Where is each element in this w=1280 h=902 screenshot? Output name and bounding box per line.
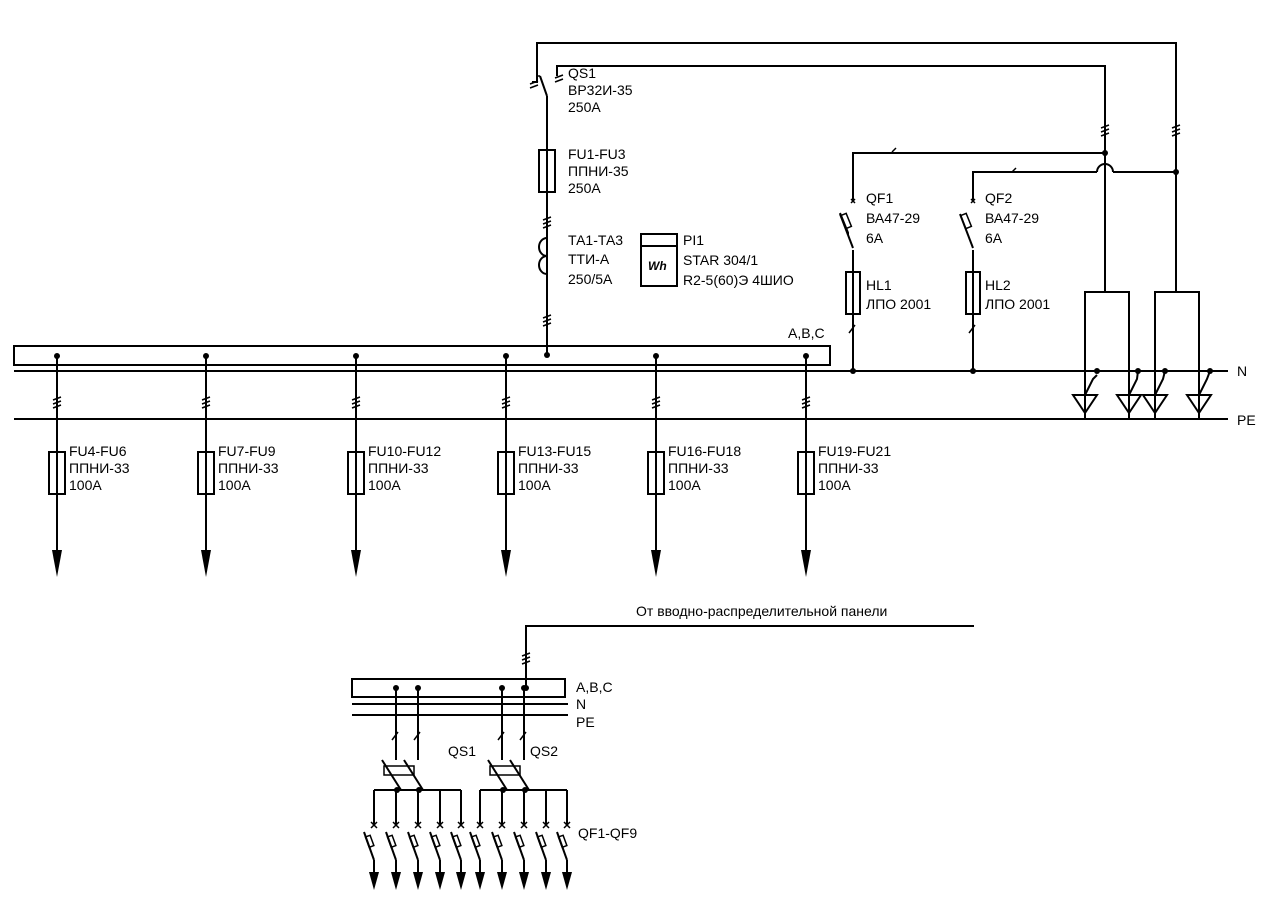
meter-spec: R2-5(60)Э 4ШИО — [683, 272, 794, 288]
bottom-abc-busbar — [351, 678, 566, 698]
source-label: От вводно-распределительной панели — [636, 603, 887, 619]
hl1-name: HL1 — [866, 277, 892, 293]
feeder-name: FU19-FU21 — [818, 443, 891, 459]
feeder-name: FU16-FU18 — [668, 443, 741, 459]
feeder-name: FU4-FU6 — [69, 443, 127, 459]
qf2-name: QF2 — [985, 190, 1012, 206]
fu-main-name: FU1-FU3 — [568, 146, 626, 162]
qf1-model: ВА47-29 — [866, 210, 920, 226]
feeder-rating: 100А — [518, 477, 551, 493]
bottom-qs1-label: QS1 — [448, 743, 476, 759]
feeder-model: ППНИ-33 — [818, 460, 879, 476]
ta-name: ТА1-ТА3 — [568, 232, 623, 248]
qf1-symbol — [839, 198, 857, 250]
hl2-tick — [968, 324, 976, 334]
feeder-model: ППНИ-33 — [368, 460, 429, 476]
meter-name: PI1 — [683, 232, 704, 248]
main-incoming-line — [536, 75, 556, 358]
ta-rating: 250/5А — [568, 271, 613, 287]
feeder-name: FU10-FU12 — [368, 443, 441, 459]
qf-group-label: QF1-QF9 — [578, 825, 637, 841]
meter-model: STAR 304/1 — [683, 252, 758, 268]
qf1-rating: 6А — [866, 230, 884, 246]
main-line-ticks — [542, 216, 552, 327]
feeder-name: FU13-FU15 — [518, 443, 591, 459]
control-circuits — [839, 147, 1179, 374]
hl2-name: HL2 — [985, 277, 1011, 293]
qf2-symbol — [959, 198, 977, 250]
bottom-qs2-label: QS2 — [530, 743, 558, 759]
pe-label: PE — [1237, 412, 1256, 428]
abc-busbar — [13, 345, 831, 366]
bottom-group-1 — [363, 685, 466, 890]
qs1-rating: 250А — [568, 99, 601, 115]
fu-main-rating: 250А — [568, 180, 601, 196]
bottom-n-label: N — [576, 696, 586, 712]
feeder-rating: 100А — [218, 477, 251, 493]
feeder-model: ППНИ-33 — [518, 460, 579, 476]
feeder-model: ППНИ-33 — [69, 460, 130, 476]
hl1-tick — [848, 324, 856, 334]
surge-arresters — [1071, 291, 1213, 419]
n-label: N — [1237, 363, 1247, 379]
bottom-bus-label: A,B,C — [576, 679, 613, 695]
feeder-model: ППНИ-33 — [218, 460, 279, 476]
qf2-rating: 6А — [985, 230, 1003, 246]
bus-label-abc: A,B,C — [788, 325, 825, 341]
ta-model: ТТИ-А — [568, 251, 610, 267]
bottom-pe-label: PE — [576, 714, 595, 730]
bottom-group-2 — [469, 685, 572, 890]
qf2-model: ВА47-29 — [985, 210, 1039, 226]
feeder-model: ППНИ-33 — [668, 460, 729, 476]
hl2-model: ЛПО 2001 — [985, 296, 1050, 312]
qf1-name: QF1 — [866, 190, 893, 206]
feeder-rating: 100А — [818, 477, 851, 493]
fu-main-model: ППНИ-35 — [568, 163, 629, 179]
feeder-rating: 100А — [69, 477, 102, 493]
hl1-model: ЛПО 2001 — [866, 296, 931, 312]
source-line — [525, 625, 974, 688]
feeder-name: FU7-FU9 — [218, 443, 276, 459]
feeder-rating: 100А — [668, 477, 701, 493]
feeder-group: FU4-FU6ППНИ-33100АFU7-FU9ППНИ-33100АFU10… — [48, 353, 891, 577]
meter-symbol: Wh — [648, 259, 667, 273]
bottom-source-tap — [523, 685, 529, 691]
bottom-breaker-groups — [363, 685, 572, 890]
meter-pi1: Wh — [640, 233, 678, 287]
qs1-name: QS1 — [568, 65, 596, 81]
feeder-rating: 100А — [368, 477, 401, 493]
qs1-model: ВР32И-35 — [568, 82, 633, 98]
source-loop — [529, 42, 1181, 292]
source-ticks — [521, 652, 531, 665]
